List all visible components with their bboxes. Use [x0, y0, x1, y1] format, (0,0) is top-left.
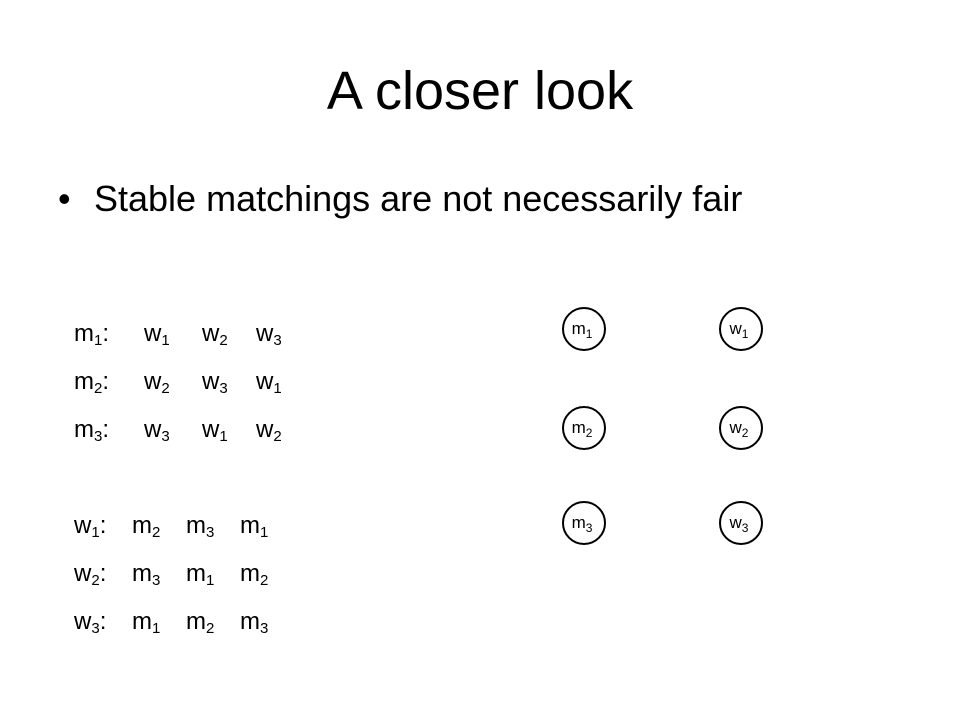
preference-entry: m1: [240, 512, 269, 541]
preference-owner: w2:: [74, 560, 107, 589]
preference-entry: w2: [202, 320, 228, 349]
preference-entry: m2: [186, 608, 215, 637]
node-label: m1: [572, 319, 593, 341]
preference-entry: w2: [144, 368, 170, 397]
preference-entry: w3: [256, 320, 282, 349]
node-label: w1: [729, 319, 749, 341]
node-man-1: m1: [562, 307, 606, 351]
node-circle: [562, 307, 606, 351]
node-label: m3: [572, 513, 593, 535]
node-woman-2: w2: [719, 406, 763, 450]
preference-entry: m1: [186, 560, 215, 589]
preference-entry: m3: [240, 608, 269, 637]
node-man-3: m3: [562, 501, 606, 545]
preference-entry: w1: [256, 368, 282, 397]
node-woman-1: w1: [719, 307, 763, 351]
bullet-point: • Stable matchings are not necessarily fa…: [58, 172, 742, 226]
preference-entry: m2: [132, 512, 161, 541]
preference-entry: m2: [240, 560, 269, 589]
preference-entry: w3: [202, 368, 228, 397]
slide-title: A closer look: [326, 61, 634, 121]
preference-entry: w1: [202, 416, 228, 445]
preference-entry: w2: [256, 416, 282, 445]
node-circle: [719, 307, 763, 351]
preference-entry: w3: [144, 416, 170, 445]
preference-owner: w3:: [74, 608, 107, 637]
node-circle: [719, 406, 763, 450]
preference-entry: w1: [144, 320, 170, 349]
preference-entry: m3: [132, 560, 161, 589]
node-label: w3: [729, 513, 749, 535]
bullet-text: Stable matchings are not necessarily fai…: [94, 178, 743, 219]
preference-entry: m3: [186, 512, 215, 541]
node-label: w2: [729, 418, 749, 440]
preference-owner: w1:: [74, 512, 107, 541]
node-label: m2: [572, 418, 593, 440]
node-circle: [719, 501, 763, 545]
preference-entry: m1: [132, 608, 161, 637]
bullet-glyph: •: [58, 178, 71, 219]
node-circle: [562, 501, 606, 545]
preference-owner: m1:: [74, 320, 110, 349]
preference-owner: m2:: [74, 368, 110, 397]
node-woman-3: w3: [719, 501, 763, 545]
preference-owner: m3:: [74, 416, 110, 445]
node-man-2: m2: [562, 406, 606, 450]
node-circle: [562, 406, 606, 450]
